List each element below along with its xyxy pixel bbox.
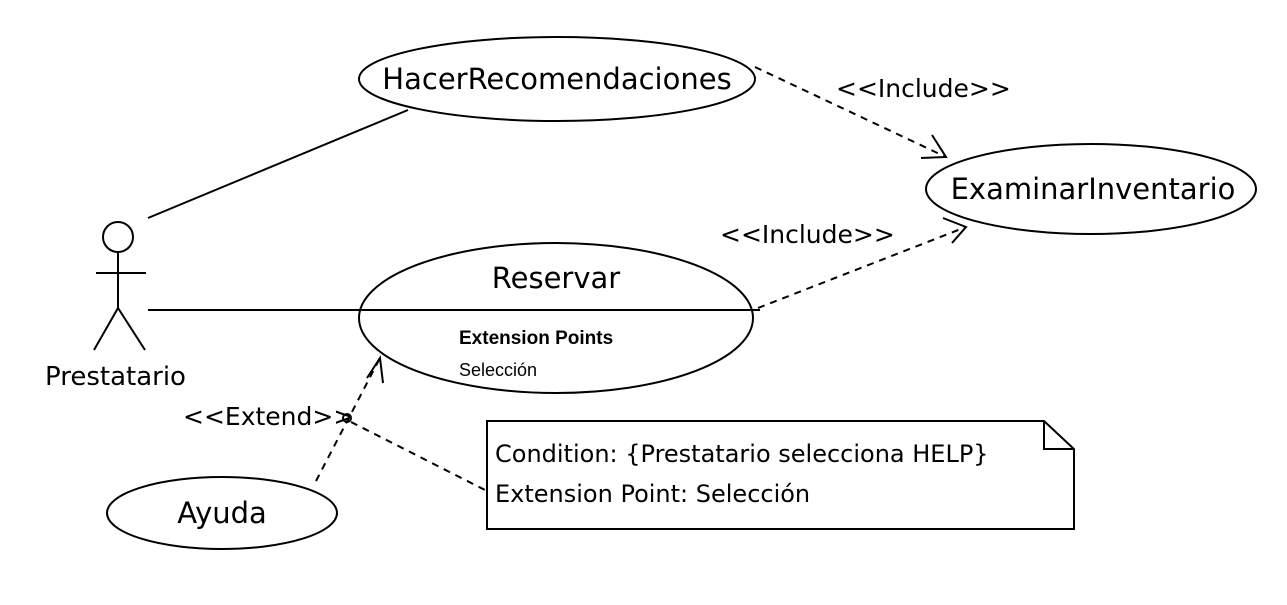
note-body xyxy=(486,420,1075,530)
include-label: <<Include>> xyxy=(836,74,1011,103)
use-case-hacer-recomendaciones[interactable]: HacerRecomendaciones xyxy=(358,36,756,122)
actor-right-leg xyxy=(117,307,146,351)
use-case-examinar-inventario[interactable]: ExaminarInventario xyxy=(925,143,1257,235)
actor-head xyxy=(102,221,134,253)
actor-left-leg xyxy=(93,307,119,351)
actor-label: Prestatario xyxy=(45,362,186,392)
use-case-reservar[interactable]: Reservar Extension Points Selección xyxy=(358,242,754,394)
use-case-ellipse xyxy=(358,242,754,394)
extension-points-title: Extension Points xyxy=(459,328,613,349)
include-line xyxy=(757,226,967,309)
note-link xyxy=(350,421,488,492)
use-case-ellipse xyxy=(925,143,1257,235)
extend-label: <<Extend>> xyxy=(183,402,354,431)
use-case-ellipse xyxy=(358,36,756,122)
note-fold-icon xyxy=(1043,421,1074,450)
include-line xyxy=(754,66,947,158)
include-label: <<Include>> xyxy=(720,220,895,249)
use-case-label: Ayuda xyxy=(177,496,267,530)
note-anchor-icon xyxy=(342,413,352,423)
include-relation-2[interactable]: <<Include>> xyxy=(720,217,968,309)
arrow-head-icon xyxy=(942,217,968,244)
use-case-ellipse xyxy=(106,476,338,550)
extend-relation[interactable]: <<Extend>> xyxy=(183,355,384,482)
arrow-head-icon xyxy=(920,134,948,159)
use-case-label: HacerRecomendaciones xyxy=(382,62,731,96)
extension-point-item: Selección xyxy=(459,360,537,380)
use-case-ayuda[interactable]: Ayuda xyxy=(106,476,338,550)
association-actor-hacer-recomendaciones xyxy=(147,109,409,219)
use-case-label: Reservar xyxy=(492,261,620,295)
include-relation-1[interactable]: <<Include>> xyxy=(754,66,1011,159)
actor-prestatario[interactable]: Prestatario xyxy=(45,221,186,392)
arrow-head-icon xyxy=(366,355,384,384)
note-condition-text: Condition: {Prestatario selecciona HELP} xyxy=(495,440,989,468)
use-case-label: ExaminarInventario xyxy=(951,172,1236,206)
extend-line xyxy=(315,357,381,482)
condition-note[interactable]: Condition: {Prestatario selecciona HELP}… xyxy=(486,420,1075,530)
note-extension-text: Extension Point: Selección xyxy=(495,480,810,508)
